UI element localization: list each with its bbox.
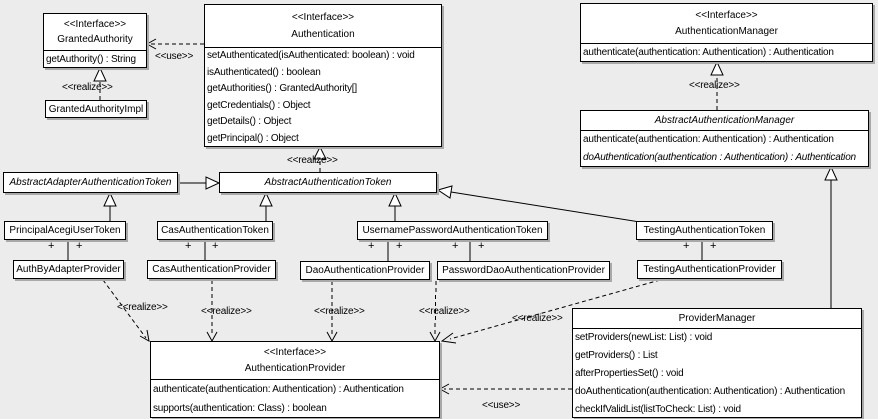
realization-grantedauthorityimpl [93, 66, 107, 100]
realize-label: <<realize>> [314, 306, 365, 317]
method-label: getAuthorities() : GrantedAuthority[] [207, 83, 357, 95]
method-label: setProviders(newList: List) : void [575, 332, 713, 343]
method-label: checkIfValidList(listToCheck: List) : vo… [575, 404, 741, 415]
class-name: PrincipalAcegiUserToken [9, 225, 121, 236]
class-name: TestingAuthenticationProvider [643, 264, 776, 275]
realize-label: <<realize>> [62, 82, 113, 93]
class-box-testing-authentication-provider[interactable]: TestingAuthenticationProvider [637, 260, 782, 279]
method-label: afterPropertiesSet() : void [575, 368, 684, 379]
realization-testingauthenticationprovider [440, 279, 661, 344]
method-label: getDetails() : Object [207, 116, 292, 128]
realize-label: <<realize>> [419, 306, 470, 317]
method-label: doAuthentication(authentication: Authent… [575, 386, 845, 397]
class-box-granted-authority[interactable]: <<Interface>> GrantedAuthority getAuthor… [43, 13, 147, 68]
use-label: <<use>> [482, 400, 521, 411]
class-box-principal-acegi-user-token[interactable]: PrincipalAcegiUserToken [4, 221, 126, 240]
realize-label: <<realize>> [117, 302, 168, 313]
method-label: getAuthority() : String [46, 54, 136, 65]
stereotype-label: <<Interface>> [695, 9, 758, 21]
class-name: AuthByAdapterProvider [16, 264, 121, 275]
class-box-username-password-authentication-token[interactable]: UsernamePasswordAuthenticationToken [357, 221, 548, 240]
class-name: UsernamePasswordAuthenticationToken [362, 225, 543, 236]
class-box-authentication-provider[interactable]: <<Interface>> AuthenticationProvider aut… [150, 341, 440, 418]
generalization-abstractadapter-to-abstracttoken [178, 176, 221, 190]
method-label: authenticate(authentication: Authenticat… [583, 134, 834, 145]
stereotype-label: <<Interface>> [291, 11, 355, 23]
class-name: AuthenticationManager [675, 26, 778, 38]
method-label: authenticate(authentication: Authenticat… [583, 47, 834, 58]
class-box-cas-authentication-provider[interactable]: CasAuthenticationProvider [147, 260, 276, 279]
class-name: AbstractAdapterAuthenticationToken [9, 177, 172, 188]
class-name: Authentication [291, 29, 355, 41]
association-end-plus: + [396, 240, 403, 252]
method-label: getProviders() : List [575, 350, 658, 361]
realization-abstractauthenticationmanager [710, 60, 724, 110]
association-end-plus: + [185, 240, 192, 252]
use-label: <<use>> [155, 51, 194, 62]
class-name: PasswordDaoAuthenticationProvider [442, 265, 605, 276]
class-box-provider-manager[interactable]: ProviderManager setProviders(newList: Li… [572, 308, 862, 418]
method-label: isAuthenticated() : boolean [207, 66, 321, 78]
class-box-authentication[interactable]: <<Interface>> Authentication setAuthenti… [204, 4, 442, 147]
class-box-dao-authentication-provider[interactable]: DaoAuthenticationProvider [300, 261, 430, 280]
use-dependency-providermanager-authenticationprovider [438, 383, 572, 395]
class-name: AuthenticationProvider [244, 363, 346, 374]
class-box-granted-authority-impl[interactable]: GrantedAuthorityImpl [45, 100, 147, 118]
association-end-plus: + [76, 240, 83, 252]
method-label: supports(authentication: Class) : boolea… [153, 403, 327, 415]
association-end-plus: + [368, 240, 375, 252]
class-box-testing-authentication-token[interactable]: TestingAuthenticationToken [636, 221, 773, 240]
association-end-plus: + [710, 240, 717, 252]
class-name: DaoAuthenticationProvider [305, 265, 425, 276]
class-box-password-dao-authentication-provider[interactable]: PasswordDaoAuthenticationProvider [437, 261, 610, 280]
use-dependency-authentication-grantedauthority [145, 38, 204, 50]
class-name: AbstractAuthenticationToken [264, 177, 392, 188]
class-name: TestingAuthenticationToken [643, 225, 766, 236]
generalization-testingauthenticationtoken [436, 185, 641, 223]
generalization-casauthenticationtoken [259, 191, 273, 221]
generalization-principalacegiusertoken [103, 191, 117, 221]
stereotype-label: <<Interface>> [263, 347, 327, 358]
class-box-abstract-authentication-manager[interactable]: AbstractAuthenticationManager authentica… [580, 110, 869, 167]
class-box-auth-by-adapter-provider[interactable]: AuthByAdapterProvider [13, 260, 124, 279]
association-end-plus: + [212, 240, 219, 252]
stereotype-label: <<Interface>> [63, 18, 127, 30]
realize-label: <<realize>> [201, 306, 252, 317]
class-name: AbstractAuthenticationManager [654, 115, 795, 126]
realization-abstractauthenticationtoken [313, 145, 327, 172]
method-label: setAuthenticated(isAuthenticated: boolea… [207, 50, 415, 61]
method-label: authenticate(authentication: Authenticat… [153, 384, 404, 395]
realize-label: <<realize>> [689, 80, 740, 91]
class-box-abstract-authentication-token[interactable]: AbstractAuthenticationToken [219, 172, 437, 193]
class-box-authentication-manager[interactable]: <<Interface>> AuthenticationManager auth… [580, 3, 873, 62]
association-end-plus: + [48, 240, 55, 252]
association-end-plus: + [683, 240, 690, 252]
method-label: getPrincipal() : Object [207, 132, 299, 144]
realization-authbyadapterprovider [102, 279, 150, 342]
class-box-abstract-adapter-authentication-token[interactable]: AbstractAdapterAuthenticationToken [3, 172, 178, 193]
association-end-plus: + [478, 240, 485, 252]
class-name: GrantedAuthority [57, 34, 133, 46]
realize-label: <<realize>> [512, 313, 563, 324]
generalization-usernamepasswordtoken [388, 191, 402, 221]
class-name: GrantedAuthorityImpl [48, 103, 144, 115]
class-name: CasAuthenticationToken [161, 225, 269, 236]
generalization-providermanager [824, 165, 838, 308]
method-label: getCredentials() : Object [207, 99, 311, 111]
class-box-cas-authentication-token[interactable]: CasAuthenticationToken [157, 221, 273, 240]
class-name: ProviderManager [678, 313, 756, 324]
class-name: CasAuthenticationProvider [152, 264, 271, 275]
realize-label: <<realize>> [287, 155, 338, 166]
association-end-plus: + [452, 240, 459, 252]
method-label: doAuthentication(authentication : Authen… [583, 152, 856, 164]
